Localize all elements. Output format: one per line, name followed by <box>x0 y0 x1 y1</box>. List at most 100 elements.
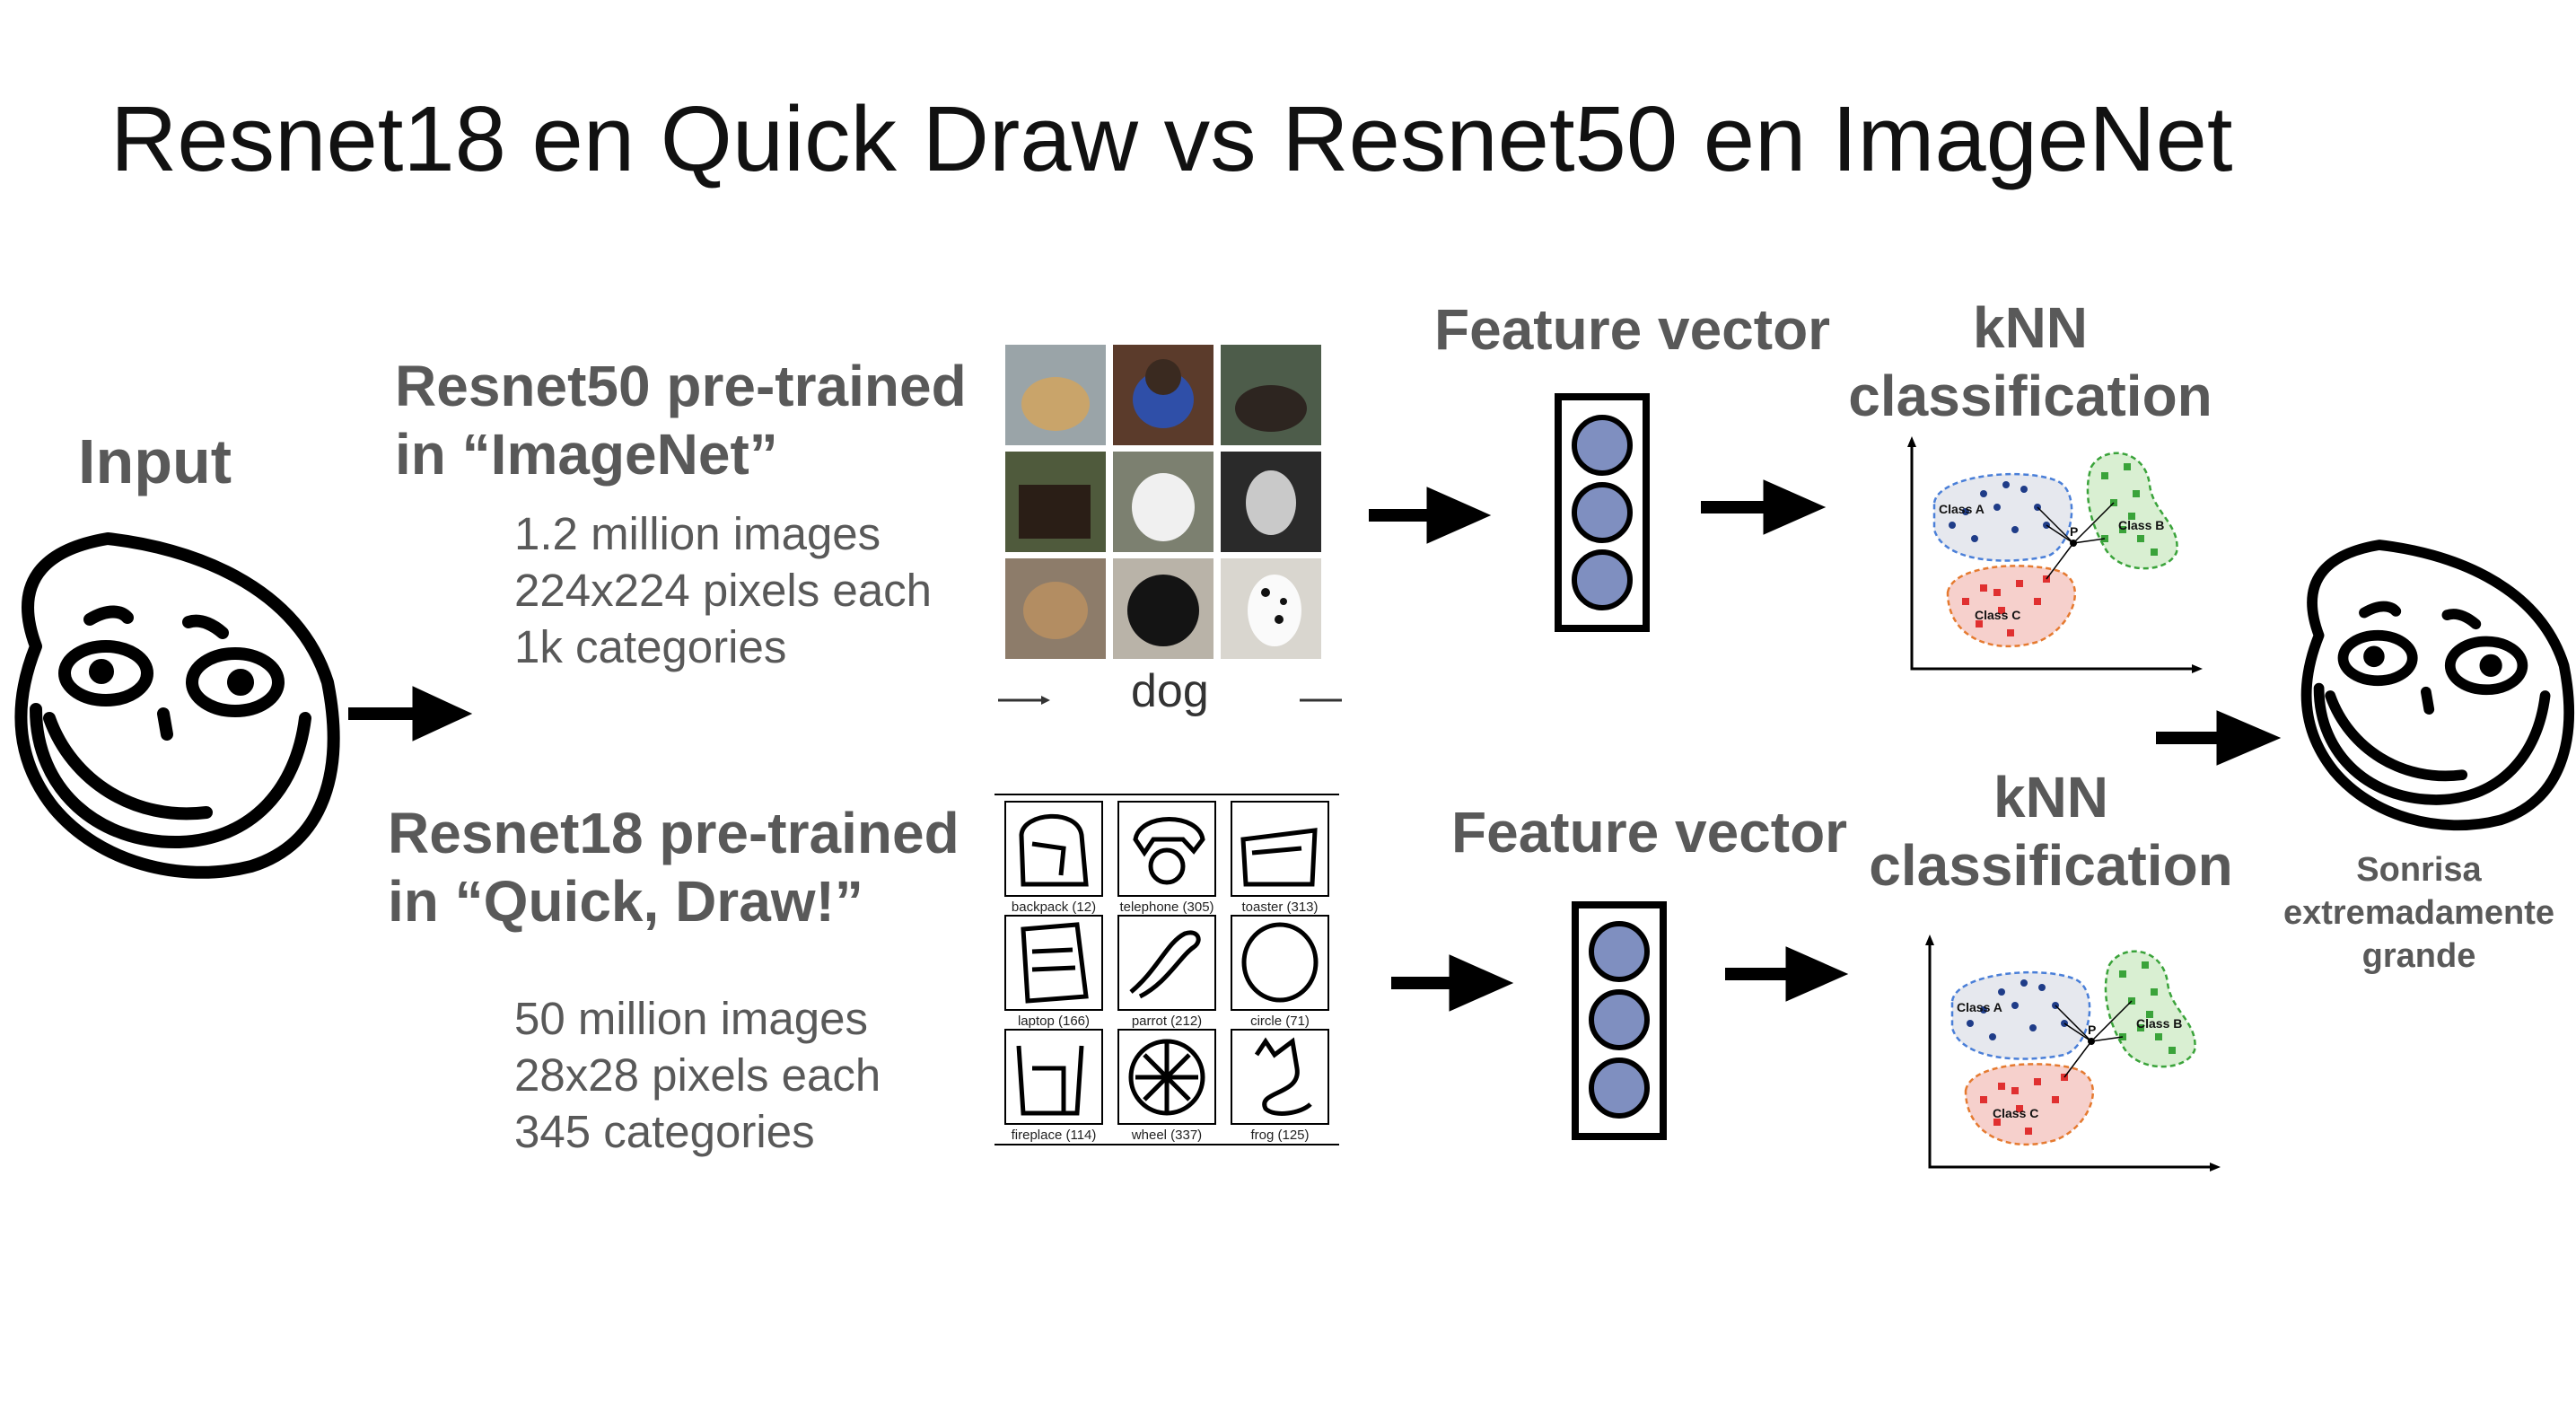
quickdraw-sketch-labels: backpack (12) telephone (305) toaster (3… <box>1012 900 1319 1143</box>
class-b-point <box>2146 1011 2153 1018</box>
feature-node <box>1589 989 1650 1050</box>
sketch-label-telephone: telephone (305) <box>1119 900 1214 915</box>
query-point-label: P <box>2070 524 2078 539</box>
sketch-label-backpack: backpack (12) <box>1012 900 1096 915</box>
slide-title: Resnet18 en Quick Draw vs Resnet50 en Im… <box>110 87 2233 190</box>
feature-vector-label-1: Feature vector <box>1434 297 1831 362</box>
imagenet-example-caption: dog <box>1131 665 1209 717</box>
class-a-point <box>1993 504 2001 511</box>
class-a-point <box>1989 1033 1996 1040</box>
model1-title: Resnet50 pre-trained in “ImageNet” <box>395 352 967 488</box>
neighbor-link <box>2063 1040 2092 1078</box>
cluster-a-region <box>1950 970 2091 1060</box>
knn-label-2-line2: classification <box>1869 833 2233 898</box>
class-a-point <box>2038 984 2046 991</box>
feature-node <box>1572 415 1633 476</box>
knn-label-2-line1: kNN <box>1993 765 2109 829</box>
class-c-point <box>2025 1128 2032 1135</box>
output-label-line2: extremadamente <box>2282 894 2555 932</box>
model1-stats: 1.2 million images 224x224 pixels each 1… <box>514 505 932 675</box>
class-a-point <box>1949 522 1956 529</box>
class-c-point <box>1980 584 1987 592</box>
sketch-label-laptop: laptop (166) <box>1018 1014 1090 1029</box>
class-c-point <box>1980 1096 1987 1103</box>
output-label: Sonrisa extremadamente grande <box>2248 848 2576 978</box>
neighbor-link <box>2055 1005 2092 1042</box>
arrow-feature2-to-knn <box>1725 946 1849 1002</box>
class-b-point <box>2119 970 2126 978</box>
class-b-point <box>2151 549 2158 556</box>
class-a-point <box>2011 1002 2019 1009</box>
query-point-label: P <box>2088 1022 2096 1037</box>
arrow-model1-to-feature <box>1369 487 1492 544</box>
knn-label-1-line1: kNN <box>1972 295 2089 360</box>
sketch-label-parrot: parrot (212) <box>1132 1014 1202 1029</box>
query-point <box>2070 540 2077 547</box>
y-axis-arrowhead <box>1907 436 1916 447</box>
feature-node <box>1589 921 1650 982</box>
class-c-point <box>2011 1087 2019 1094</box>
class-c-point <box>1993 1119 2001 1126</box>
neighbor-link <box>2063 1022 2092 1042</box>
class-b-point <box>2101 472 2108 479</box>
feature-vector-1 <box>1555 393 1650 632</box>
imagenet-dog-grid <box>998 345 1342 705</box>
cluster-a-region <box>1932 472 2073 562</box>
model2-title-line1: Resnet18 pre-trained <box>388 801 959 865</box>
feature-node <box>1572 482 1633 543</box>
model2-title: Resnet18 pre-trained in “Quick, Draw!” <box>388 799 959 935</box>
class-a-point <box>2002 481 2010 488</box>
class-c-point <box>2007 629 2014 636</box>
knn-label-1: kNN classification <box>1815 294 2246 430</box>
sketch-label-circle: circle (71) <box>1250 1014 1310 1029</box>
class-b-point <box>2137 1024 2144 1031</box>
y-axis-arrowhead <box>1925 935 1934 945</box>
neighbor-link <box>2037 506 2074 544</box>
feature-node <box>1589 1058 1650 1119</box>
class-c-point <box>2016 1105 2023 1112</box>
x-axis-arrowhead <box>2210 1163 2221 1172</box>
cluster-b-region <box>2086 452 2178 570</box>
neighbor-link <box>2046 524 2074 544</box>
class-c-point <box>1962 598 1969 605</box>
neighbor-link <box>2090 1000 2133 1042</box>
x-axis-arrowhead <box>2192 664 2203 673</box>
class-b-label: Class B <box>2136 1016 2182 1031</box>
class-c-label: Class C <box>1993 1106 2038 1120</box>
class-a-point <box>1962 508 1969 515</box>
class-c-point <box>1998 607 2005 614</box>
class-a-point <box>2029 1024 2037 1031</box>
class-c-label: Class C <box>1975 608 2020 622</box>
flow-arrows <box>348 479 2282 1012</box>
model1-stat-categories: 1k categories <box>514 621 787 672</box>
class-c-point <box>2034 598 2041 605</box>
class-b-point <box>2137 535 2144 542</box>
class-b-point <box>2119 526 2126 533</box>
class-b-point <box>2142 961 2149 969</box>
class-a-point <box>1980 1006 1987 1014</box>
input-smiley-drawing <box>14 532 340 879</box>
output-label-line1: Sonrisa <box>2356 851 2482 889</box>
model1-title-line1: Resnet50 pre-trained <box>395 354 967 418</box>
class-a-label: Class A <box>1939 502 1985 516</box>
model2-stat-categories: 345 categories <box>514 1106 815 1157</box>
class-a-point <box>2011 526 2019 533</box>
class-c-point <box>1998 1083 2005 1090</box>
feature-vector-2 <box>1572 901 1667 1140</box>
feature-vector-label-2: Feature vector <box>1451 800 1848 864</box>
feature-node <box>1572 549 1633 610</box>
output-label-line3: grande <box>2361 937 2476 975</box>
sketch-label-toaster: toaster (313) <box>1241 900 1318 915</box>
class-c-point <box>2016 580 2023 587</box>
input-label: Input <box>78 426 232 496</box>
model2-stats: 50 million images 28x28 pixels each 345 … <box>514 990 881 1160</box>
neighbor-link <box>2072 538 2106 544</box>
neighbor-link <box>2072 502 2115 544</box>
neighbor-link <box>2090 1036 2124 1042</box>
arrow-feature1-to-knn <box>1701 479 1827 535</box>
class-a-point <box>1971 535 1978 542</box>
class-a-point <box>2020 486 2028 493</box>
